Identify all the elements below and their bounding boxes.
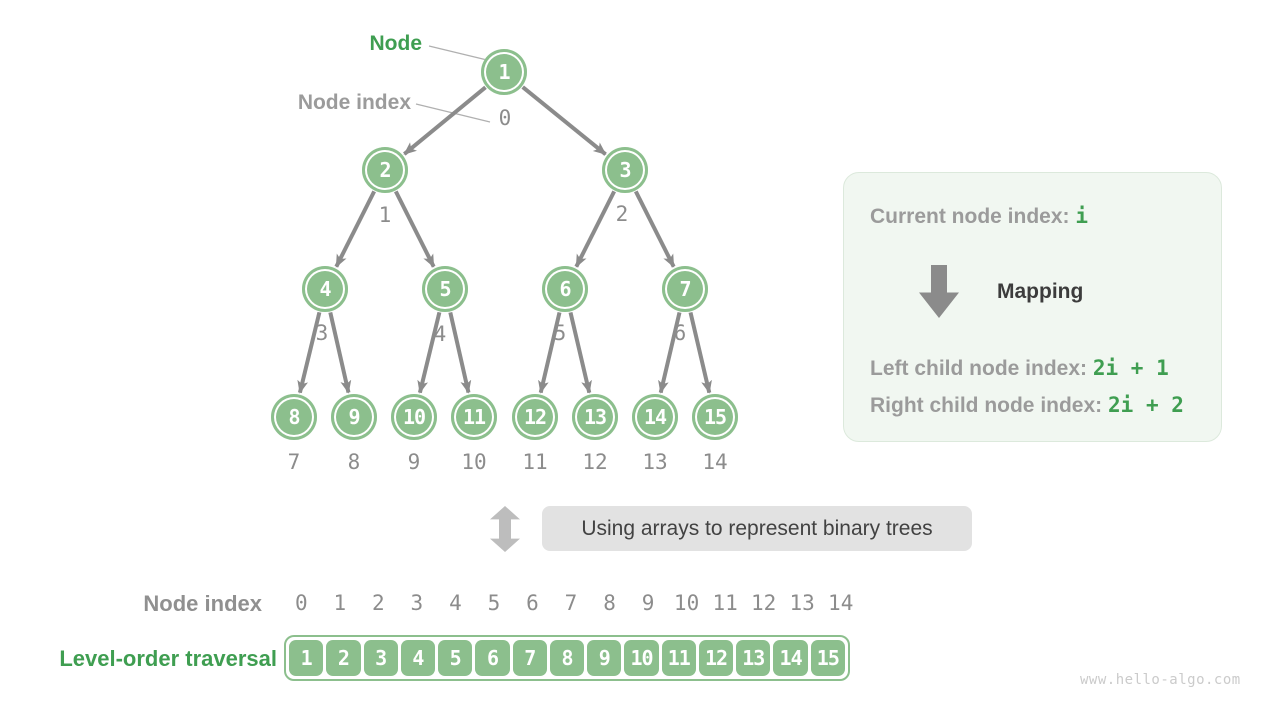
level-order-array: 1 2 3 4 5 6 7 8 9 10 11 12 13 14 15 [284,635,850,681]
tree-node-index: 11 [522,450,548,474]
current-node-index-row: Current node index: i [870,204,1088,229]
array-cell: 10 [624,640,659,676]
tree-node-index: 14 [702,450,728,474]
array-cell: 2 [326,640,361,676]
tree-node-index: 5 [553,321,567,345]
array-index: 11 [712,591,738,615]
tree-node-index: 1 [378,203,392,227]
array-cell: 4 [400,640,436,676]
array-cell: 13 [736,640,771,676]
right-child-code: 2i + 2 [1108,393,1184,417]
tree-node: 7 [662,266,708,312]
tree-node-index: 3 [315,321,329,345]
tree-node-index: 2 [615,202,629,226]
tree-node: 15 [692,394,738,440]
mapping-label: Mapping [997,280,1084,303]
left-child-row: Left child node index: 2i + 1 [870,356,1169,381]
array-cell: 6 [475,640,510,676]
array-index: 4 [449,591,462,615]
tree-node-index: 8 [347,450,361,474]
tree-node-index: 7 [287,450,301,474]
tree-node: 12 [512,394,558,440]
tree-node-index: 12 [582,450,608,474]
tree-node: 13 [572,394,618,440]
array-index: 12 [750,591,777,615]
array-cell: 8 [549,640,585,676]
current-node-index-label: Current node index: [870,205,1070,228]
left-child-code: 2i + 1 [1092,356,1169,380]
right-child-label: Right child node index: [870,394,1103,417]
array-index: 8 [603,591,616,615]
array-index: 9 [641,591,655,615]
current-node-index-code: i [1075,204,1089,228]
tree-node: 5 [422,266,468,312]
node-index-callout-label: Node index [297,91,411,114]
tree-node: 2 [362,147,408,193]
tree-node-index: 13 [642,450,668,474]
tree-node-index: 6 [673,321,687,345]
array-cell: 3 [363,640,398,676]
down-arrow-icon [919,265,959,318]
tree-node: 11 [451,394,497,440]
node-callout-label: Node [369,32,423,55]
tree-node-index: 4 [433,322,447,346]
array-index: 7 [564,591,578,615]
array-index: 1 [333,591,347,615]
array-cell: 7 [512,640,547,676]
tree-node: 6 [542,266,588,312]
tree-node: 9 [331,394,377,440]
array-cell: 1 [289,640,324,676]
array-cell: 9 [587,640,622,676]
watermark: www.hello-algo.com [1080,672,1241,688]
tree-node-index: 10 [461,450,487,474]
array-index: 6 [526,591,539,615]
array-index: 3 [410,591,424,615]
tree-node-index: 9 [407,450,421,474]
tree-node-index: 0 [498,106,512,130]
right-child-row: Right child node index: 2i + 2 [870,393,1184,418]
array-cell: 12 [698,640,734,676]
array-cell: 11 [661,640,696,676]
tree-node: 8 [271,394,317,440]
mapping-panel: Current node index: i Mapping Left child… [843,172,1222,442]
up-down-arrow-icon [490,506,520,552]
array-cell: 15 [810,640,845,676]
left-child-label: Left child node index: [870,357,1088,380]
array-index-row: 0 1 2 3 4 5 6 7 8 9 10 11 12 13 14 [282,591,860,615]
tree-node: 1 [481,49,527,95]
caption-pill: Using arrays to represent binary trees [542,506,972,551]
array-index: 5 [487,591,501,615]
tree-node: 10 [391,394,437,440]
bottom-node-index-label: Node index [143,591,262,616]
array-index: 13 [789,591,815,615]
tree-node: 3 [602,147,648,193]
array-index: 14 [828,591,854,615]
tree-node: 4 [302,266,348,312]
level-order-label: Level-order traversal [59,646,277,671]
array-cell: 14 [773,640,808,676]
array-index: 2 [372,591,385,615]
array-cell: 5 [438,640,473,676]
array-index: 10 [673,591,700,615]
tree-node: 14 [632,394,678,440]
array-index: 0 [294,591,308,615]
